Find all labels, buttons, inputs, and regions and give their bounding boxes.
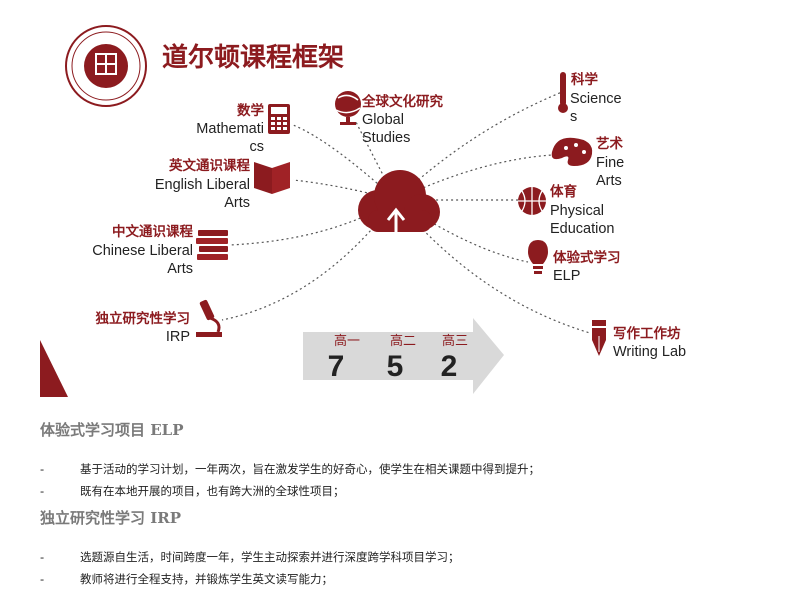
svg-text:Studies: Studies <box>362 130 410 146</box>
svg-text:Global: Global <box>362 112 404 128</box>
svg-text:IRP: IRP <box>166 329 190 345</box>
svg-text:English Liberal: English Liberal <box>155 177 250 193</box>
basketball-icon <box>518 187 546 215</box>
globe-icon <box>335 91 361 125</box>
list-item: - 既有在本地开展的项目，也有跨大洲的全球性项目； <box>40 483 345 499</box>
cloud-upload-icon <box>358 170 440 246</box>
grade-label: 高二 <box>390 333 416 349</box>
svg-text:Education: Education <box>550 221 615 237</box>
grade-value: 2 <box>441 350 458 383</box>
svg-text:全球文化研究: 全球文化研究 <box>361 93 443 110</box>
svg-text:Arts: Arts <box>596 173 622 189</box>
grade-value: 5 <box>387 350 404 383</box>
svg-text:Science: Science <box>570 91 622 107</box>
page-title: 道尔顿课程框架 <box>162 42 344 73</box>
list-item: - 教师将进行全程支持，并锻炼学生英文读写能力； <box>40 571 333 587</box>
svg-text:中文通识课程: 中文通识课程 <box>112 223 193 240</box>
svg-text:Physical: Physical <box>550 203 604 219</box>
calculator-icon <box>268 104 290 134</box>
list-item: - 选题源自生活，时间跨度一年，学生主动探索并进行深度跨学科项目学习； <box>40 549 460 565</box>
svg-text:s: s <box>570 109 577 125</box>
list-item: - 基于活动的学习计划，一年两次，旨在激发学生的好奇心，使学生在相关课题中得到提升… <box>40 461 540 477</box>
thermometer-icon <box>558 72 568 113</box>
node-pe: 体育 Physical Education <box>518 183 615 237</box>
bullet-marker: - <box>40 550 45 564</box>
microscope-icon <box>196 299 222 337</box>
grade-arrow: 高一 7 高二 5 高三 2 <box>303 318 504 394</box>
svg-text:体验式学习: 体验式学习 <box>553 249 621 266</box>
svg-text:Fine: Fine <box>596 155 624 171</box>
node-global: 全球文化研究 Global Studies <box>335 91 443 146</box>
node-irp: 独立研究性学习 IRP <box>96 299 222 345</box>
node-writing: 写作工作坊 Writing Lab <box>592 320 686 360</box>
section-heading-elp: 体验式学习项目 ELP <box>40 421 184 439</box>
svg-text:Mathemati: Mathemati <box>196 121 264 137</box>
svg-text:cs: cs <box>250 139 265 155</box>
node-english: 英文通识课程 English Liberal Arts <box>155 157 290 211</box>
node-math: 数学 Mathemati cs <box>196 102 290 155</box>
bullet-marker: - <box>40 572 45 586</box>
svg-text:体育: 体育 <box>550 183 577 200</box>
svg-text:独立研究性学习: 独立研究性学习 <box>96 310 191 327</box>
section-heading-irp: 独立研究性学习 IRP <box>40 509 181 527</box>
curriculum-diagram: 道尔顿课程框架 全球文化研究 Global Studies 数学 <box>40 25 686 397</box>
svg-text:数学: 数学 <box>237 102 264 119</box>
corner-decoration <box>40 340 68 397</box>
bullet-marker: - <box>40 484 45 498</box>
bullet-text: 既有在本地开展的项目，也有跨大洲的全球性项目； <box>80 484 345 498</box>
svg-text:写作工作坊: 写作工作坊 <box>613 325 681 342</box>
lightbulb-icon <box>528 240 548 274</box>
svg-text:Arts: Arts <box>224 195 250 211</box>
fountain-pen-icon <box>592 320 606 356</box>
svg-text:英文通识课程: 英文通识课程 <box>168 157 250 174</box>
svg-text:Writing Lab: Writing Lab <box>613 344 686 360</box>
node-arts: 艺术 Fine Arts <box>551 135 624 189</box>
bullet-marker: - <box>40 462 45 476</box>
svg-text:科学: 科学 <box>571 71 599 88</box>
node-chinese: 中文通识课程 Chinese Liberal Arts <box>92 223 228 277</box>
svg-text:Arts: Arts <box>167 261 193 277</box>
grade-label: 高一 <box>334 333 360 349</box>
svg-text:Chinese Liberal: Chinese Liberal <box>92 243 193 259</box>
school-seal-logo <box>65 25 147 107</box>
grade-label: 高三 <box>442 333 468 349</box>
bullet-text: 教师将进行全程支持，并锻炼学生英文读写能力； <box>80 572 333 586</box>
book-stack-icon <box>196 230 228 260</box>
grade-value: 7 <box>328 350 345 383</box>
book-icon <box>254 162 290 194</box>
bullet-text: 选题源自生活，时间跨度一年，学生主动探索并进行深度跨学科项目学习； <box>80 550 460 564</box>
node-science: 科学 Science s <box>558 71 622 125</box>
palette-icon <box>551 137 593 166</box>
node-elp: 体验式学习 ELP <box>528 240 621 284</box>
bullet-text: 基于活动的学习计划，一年两次，旨在激发学生的好奇心，使学生在相关课题中得到提升； <box>80 462 540 476</box>
svg-text:艺术: 艺术 <box>596 135 624 152</box>
svg-text:ELP: ELP <box>553 268 580 284</box>
